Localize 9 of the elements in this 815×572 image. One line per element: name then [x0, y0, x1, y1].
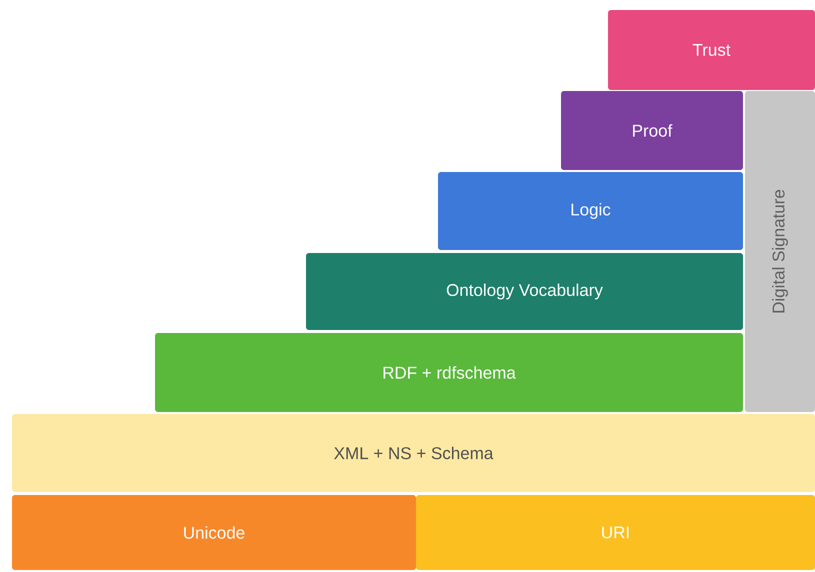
- layer-box: Trust: [608, 10, 815, 90]
- layer-box: XML + NS + Schema: [12, 414, 815, 492]
- layer-box: Digital Signature: [745, 91, 815, 412]
- layer-box: Unicode: [12, 495, 416, 570]
- layer-box: Logic: [438, 172, 743, 250]
- layer-box: URI: [416, 495, 815, 570]
- layer-box: Ontology Vocabulary: [306, 253, 743, 330]
- layer-box: RDF + rdfschema: [155, 333, 743, 412]
- layer-box: Proof: [561, 91, 743, 170]
